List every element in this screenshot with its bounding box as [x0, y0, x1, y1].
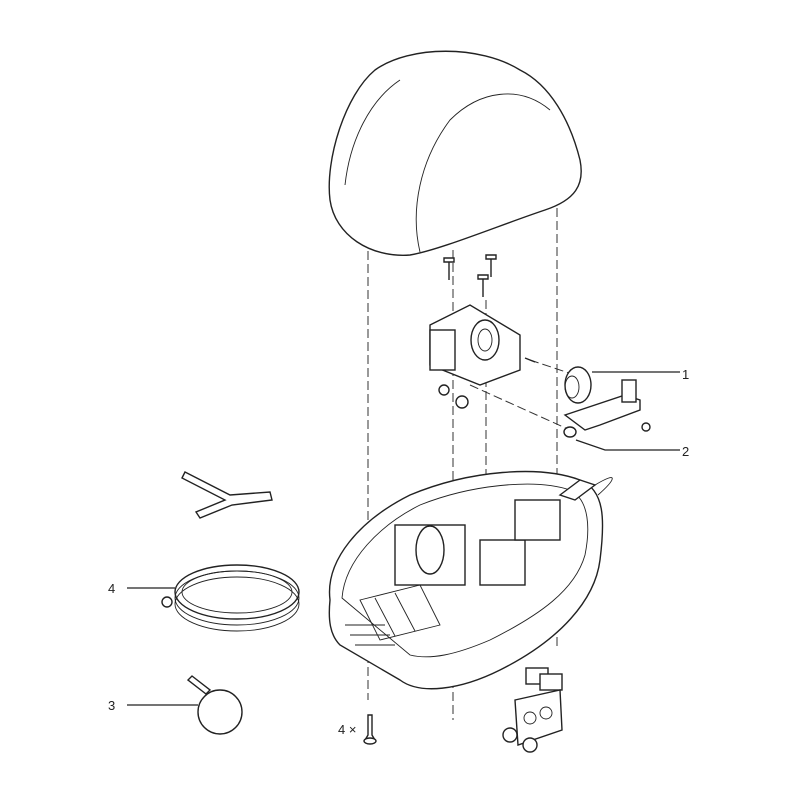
pump-cover	[328, 50, 582, 256]
valve-plates	[502, 667, 563, 753]
callout-2: 2	[682, 444, 690, 459]
callout-4-tubing: 4	[108, 581, 116, 596]
air-stone	[127, 675, 243, 735]
valve-part-2	[563, 426, 680, 451]
diaphragm-part-1	[563, 366, 680, 432]
y-connector	[181, 471, 273, 519]
screws-top	[443, 254, 497, 297]
callout-4x-screws: 4 ×	[338, 722, 357, 737]
base-screw	[363, 714, 377, 745]
callout-1: 1	[682, 367, 690, 382]
pump-module	[429, 304, 536, 409]
air-tubing-coil	[127, 564, 300, 632]
pump-base-housing	[328, 470, 613, 690]
callout-3: 3	[108, 698, 116, 713]
